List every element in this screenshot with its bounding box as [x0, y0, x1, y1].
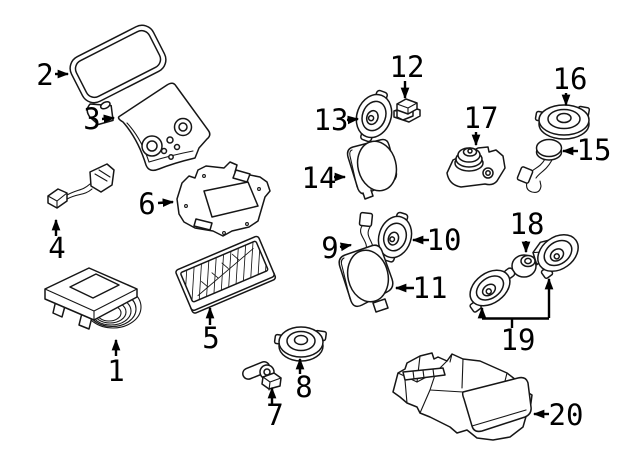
callout-label[interactable]: 14 [302, 161, 337, 195]
callout-label[interactable]: 15 [577, 133, 612, 167]
callout-12[interactable]: 12 [390, 50, 425, 100]
callout-label[interactable]: 4 [48, 231, 65, 265]
callout-label[interactable]: 13 [314, 103, 349, 137]
part-4-wiring-pigtail [47, 163, 115, 209]
callout-17[interactable]: 17 [464, 101, 499, 147]
callout-6[interactable]: 6 [138, 187, 175, 221]
part-13-tweeter [355, 89, 393, 143]
part-11-door-speaker-housing [338, 244, 394, 313]
callout-10[interactable]: 10 [411, 223, 462, 257]
callout-11[interactable]: 11 [394, 271, 448, 305]
callout-19[interactable]: 19 [477, 277, 554, 357]
part-16-dash-speaker [534, 104, 591, 140]
callout-label[interactable]: 9 [321, 231, 338, 265]
callout-18[interactable]: 18 [510, 207, 545, 254]
callout-14[interactable]: 14 [302, 161, 347, 195]
part-8-dash-speaker [273, 326, 327, 362]
part-18-grommet [511, 254, 537, 278]
callout-4[interactable]: 4 [48, 218, 66, 265]
callout-16[interactable]: 16 [553, 62, 588, 107]
part-14-door-speaker-housing [346, 138, 398, 200]
part-17-speaker-with-bracket [446, 146, 506, 188]
callout-label[interactable]: 2 [36, 58, 53, 92]
callout-label[interactable]: 6 [138, 187, 155, 221]
part-7-retaining-clip [242, 361, 282, 391]
callout-label[interactable]: 17 [464, 101, 499, 135]
part-3-control-faceplate [117, 82, 211, 172]
part-6-mounting-bracket [176, 161, 271, 237]
callout-label[interactable]: 11 [413, 271, 448, 305]
callout-label[interactable]: 18 [510, 207, 545, 241]
part-19-tweeter-pair [469, 233, 579, 313]
callout-label[interactable]: 1 [107, 354, 124, 388]
callout-label[interactable]: 10 [427, 223, 462, 257]
part-10-tweeter [377, 211, 413, 263]
callout-3[interactable]: 3 [83, 102, 116, 136]
part-20-amplifier-assembly [392, 352, 533, 441]
part-12-clip [393, 98, 421, 123]
callout-label[interactable]: 3 [83, 102, 100, 136]
callout-8[interactable]: 8 [295, 357, 313, 404]
callout-label[interactable]: 19 [501, 323, 536, 357]
callout-5[interactable]: 5 [202, 306, 220, 355]
callout-2[interactable]: 2 [36, 58, 70, 92]
callout-label[interactable]: 12 [390, 50, 425, 84]
callout-label[interactable]: 8 [295, 370, 312, 404]
callout-label[interactable]: 7 [266, 398, 283, 432]
callout-1[interactable]: 1 [107, 338, 125, 388]
part-15-microphone-with-lead [516, 138, 563, 193]
callout-20[interactable]: 20 [532, 398, 584, 432]
callout-label[interactable]: 16 [553, 62, 588, 96]
callout-7[interactable]: 7 [266, 386, 284, 432]
callout-label[interactable]: 5 [202, 321, 219, 355]
part-1-module-with-coiled-cable [44, 267, 142, 330]
callout-15[interactable]: 15 [561, 133, 612, 167]
callout-label[interactable]: 20 [549, 398, 584, 432]
part-2-display-unit [69, 24, 167, 126]
callout-9[interactable]: 9 [321, 231, 353, 265]
callout-13[interactable]: 13 [314, 103, 360, 137]
part-5-amplifier-finned [175, 235, 277, 314]
